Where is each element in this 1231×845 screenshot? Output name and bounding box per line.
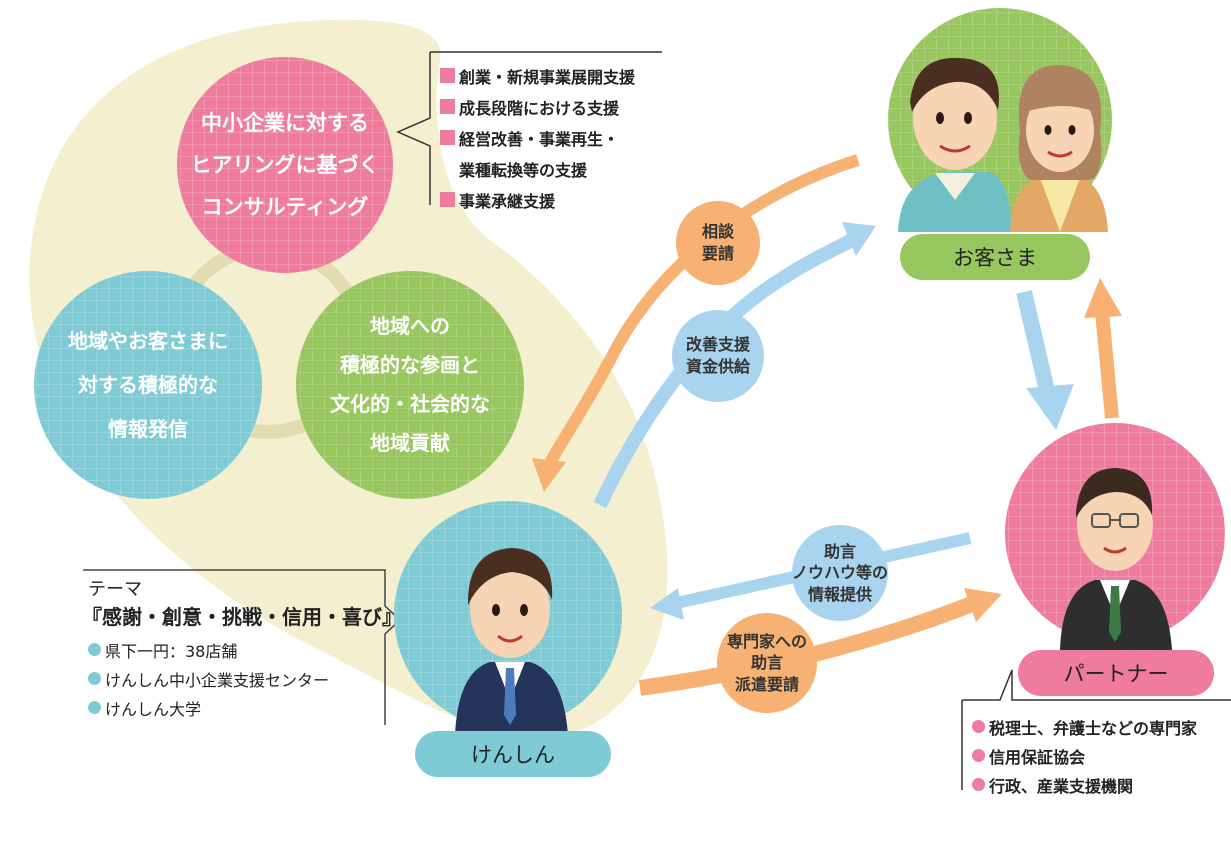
square-marker-icon <box>440 130 455 145</box>
dot-marker-icon <box>972 749 985 762</box>
theme-label: テーマ <box>88 579 142 600</box>
support-list-callout <box>396 51 662 205</box>
partner-list-callout <box>961 669 1231 790</box>
support-list: 創業・新規事業展開支援 成長段階における支援 経営改善・事業再生・ 業種転換等の… <box>440 60 635 215</box>
list-item: けんしん中小企業支援センター <box>88 664 402 693</box>
dot-marker-icon <box>88 672 101 685</box>
consult-bubble <box>676 201 760 285</box>
partner-man-icon <box>1060 468 1172 650</box>
list-item: 税理士、弁護士などの専門家 <box>972 712 1197 741</box>
banker-icon <box>455 548 568 735</box>
list-item: 業種転換等の支援 <box>459 160 588 180</box>
customer-to-partner-arrow <box>1016 290 1056 397</box>
dispatch-label: 専門家への 助言 派遣要請 <box>726 631 807 694</box>
list-item: 信用保証協会 <box>972 741 1197 770</box>
partner-label: パートナー <box>1018 650 1214 696</box>
dot-marker-icon <box>972 720 985 733</box>
community-circle <box>296 271 524 499</box>
theme-box: テーマ 『感謝・創意・挑戦・信用・喜び』 県下一円：38店舗 けんしん中小企業支… <box>82 575 402 722</box>
square-marker-icon <box>440 99 455 114</box>
customer-label: お客さま <box>900 234 1090 280</box>
consult-arrow <box>542 154 860 471</box>
consulting-circle-text: 中小企業に対する ヒアリングに基づく コンサルティング <box>190 111 380 219</box>
theme-title: 『感謝・創意・挑戦・信用・喜び』 <box>82 605 402 629</box>
square-marker-icon <box>440 192 455 207</box>
kenshin-label: けんしん <box>415 731 611 777</box>
dispatch-bubble <box>717 613 817 713</box>
advice-bubble <box>792 525 888 621</box>
square-marker-icon <box>440 68 455 83</box>
community-circle-text: 地域への 積極的な参画と 文化的・社会的な 地域貢献 <box>330 314 490 455</box>
list-item: 行政、産業支援機関 <box>972 770 1197 799</box>
dispatch-arrow <box>638 596 975 696</box>
advice-label: 助言 ノウハウ等の 情報提供 <box>792 541 889 604</box>
funding-arrow <box>593 233 856 508</box>
partner-list: 税理士、弁護士などの専門家 信用保証協会 行政、産業支援機関 <box>972 712 1197 799</box>
dot-marker-icon <box>88 643 101 656</box>
funding-label: 改善支援 資金供給 <box>685 335 750 376</box>
partner-to-customer-arrow <box>1095 311 1119 419</box>
list-item: 事業承継支援 <box>440 184 635 215</box>
information-circle <box>34 271 262 499</box>
list-item: 県下一円：38店舗 <box>88 635 402 664</box>
dot-marker-icon <box>972 778 985 791</box>
list-item: 成長段階における支援 <box>440 91 635 122</box>
information-circle-text: 地域やお客さまに 対する積極的な 情報発信 <box>68 329 228 441</box>
theme-box-outline <box>83 569 402 725</box>
dot-marker-icon <box>88 701 101 714</box>
person-man-icon <box>898 57 1012 232</box>
person-woman-icon <box>1010 65 1108 232</box>
list-item: 経営改善・事業再生・ <box>440 122 635 153</box>
list-item: 創業・新規事業展開支援 <box>440 60 635 91</box>
consult-request-label: 相談 要請 <box>701 222 734 263</box>
consulting-circle <box>177 57 393 273</box>
list-item: けんしん大学 <box>88 693 402 722</box>
funding-bubble <box>672 310 764 402</box>
